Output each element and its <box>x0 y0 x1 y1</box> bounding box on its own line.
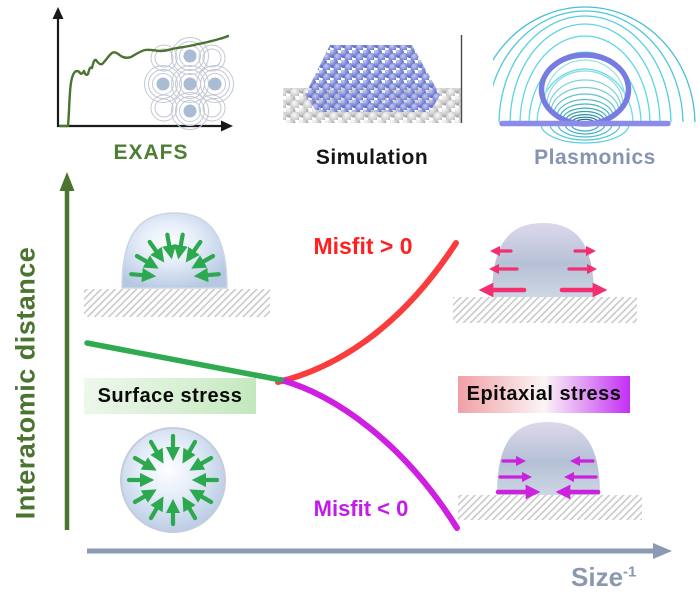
misfit-positive-annotation: Misfit > 0 <box>313 233 413 259</box>
x-axis <box>87 543 672 559</box>
exafs-panel <box>52 7 234 132</box>
inward-magenta-arrows <box>495 455 601 500</box>
simulation-panel <box>283 35 463 123</box>
misfit-negative-annotation: Misfit < 0 <box>313 496 409 521</box>
substrate-hatch <box>453 297 637 323</box>
misfit-positive-curve <box>275 240 459 385</box>
y-axis-label: Interatomic distance <box>10 246 41 520</box>
scattering-atoms-icon <box>144 37 234 130</box>
atomistic-model-icon <box>283 35 463 123</box>
surface-stress-hemisphere <box>84 212 270 317</box>
substrate-hatch <box>84 289 270 317</box>
surface-stress-label: Surface stress <box>84 378 256 414</box>
y-axis <box>59 172 75 530</box>
substrate-hatch <box>458 495 642 520</box>
surface-stress-text: Surface stress <box>97 384 243 407</box>
x-axis-label: Size-1 <box>571 562 636 593</box>
epitaxial-stress-label: Epitaxial stress <box>458 376 630 413</box>
x-axis-exponent: -1 <box>623 563 637 581</box>
panel-label-simulation: Simulation <box>315 146 429 169</box>
misfit-negative-curve <box>278 377 460 531</box>
field-lines-icon <box>493 6 696 144</box>
outward-pink-arrows <box>478 245 608 298</box>
plasmonic-particle-ring <box>538 52 632 127</box>
plasmonics-panel <box>493 6 696 144</box>
panel-label-exafs: EXAFS <box>113 141 189 164</box>
epitaxial-stress-text: Epitaxial stress <box>466 383 622 405</box>
inward-green-arrows <box>129 232 221 283</box>
surface-stress-sphere <box>120 427 226 533</box>
panel-label-plasmonics: Plasmonics <box>534 146 656 169</box>
x-axis-label-text: Size <box>571 562 624 592</box>
tensile-epitaxial-hemisphere <box>453 223 637 323</box>
inward-green-arrows <box>126 433 220 527</box>
compressive-epitaxial-hemisphere <box>458 422 642 520</box>
xafs-spectrum-icon <box>52 7 234 132</box>
exafs-curve <box>58 34 230 128</box>
surface-stress-curve <box>84 340 284 383</box>
